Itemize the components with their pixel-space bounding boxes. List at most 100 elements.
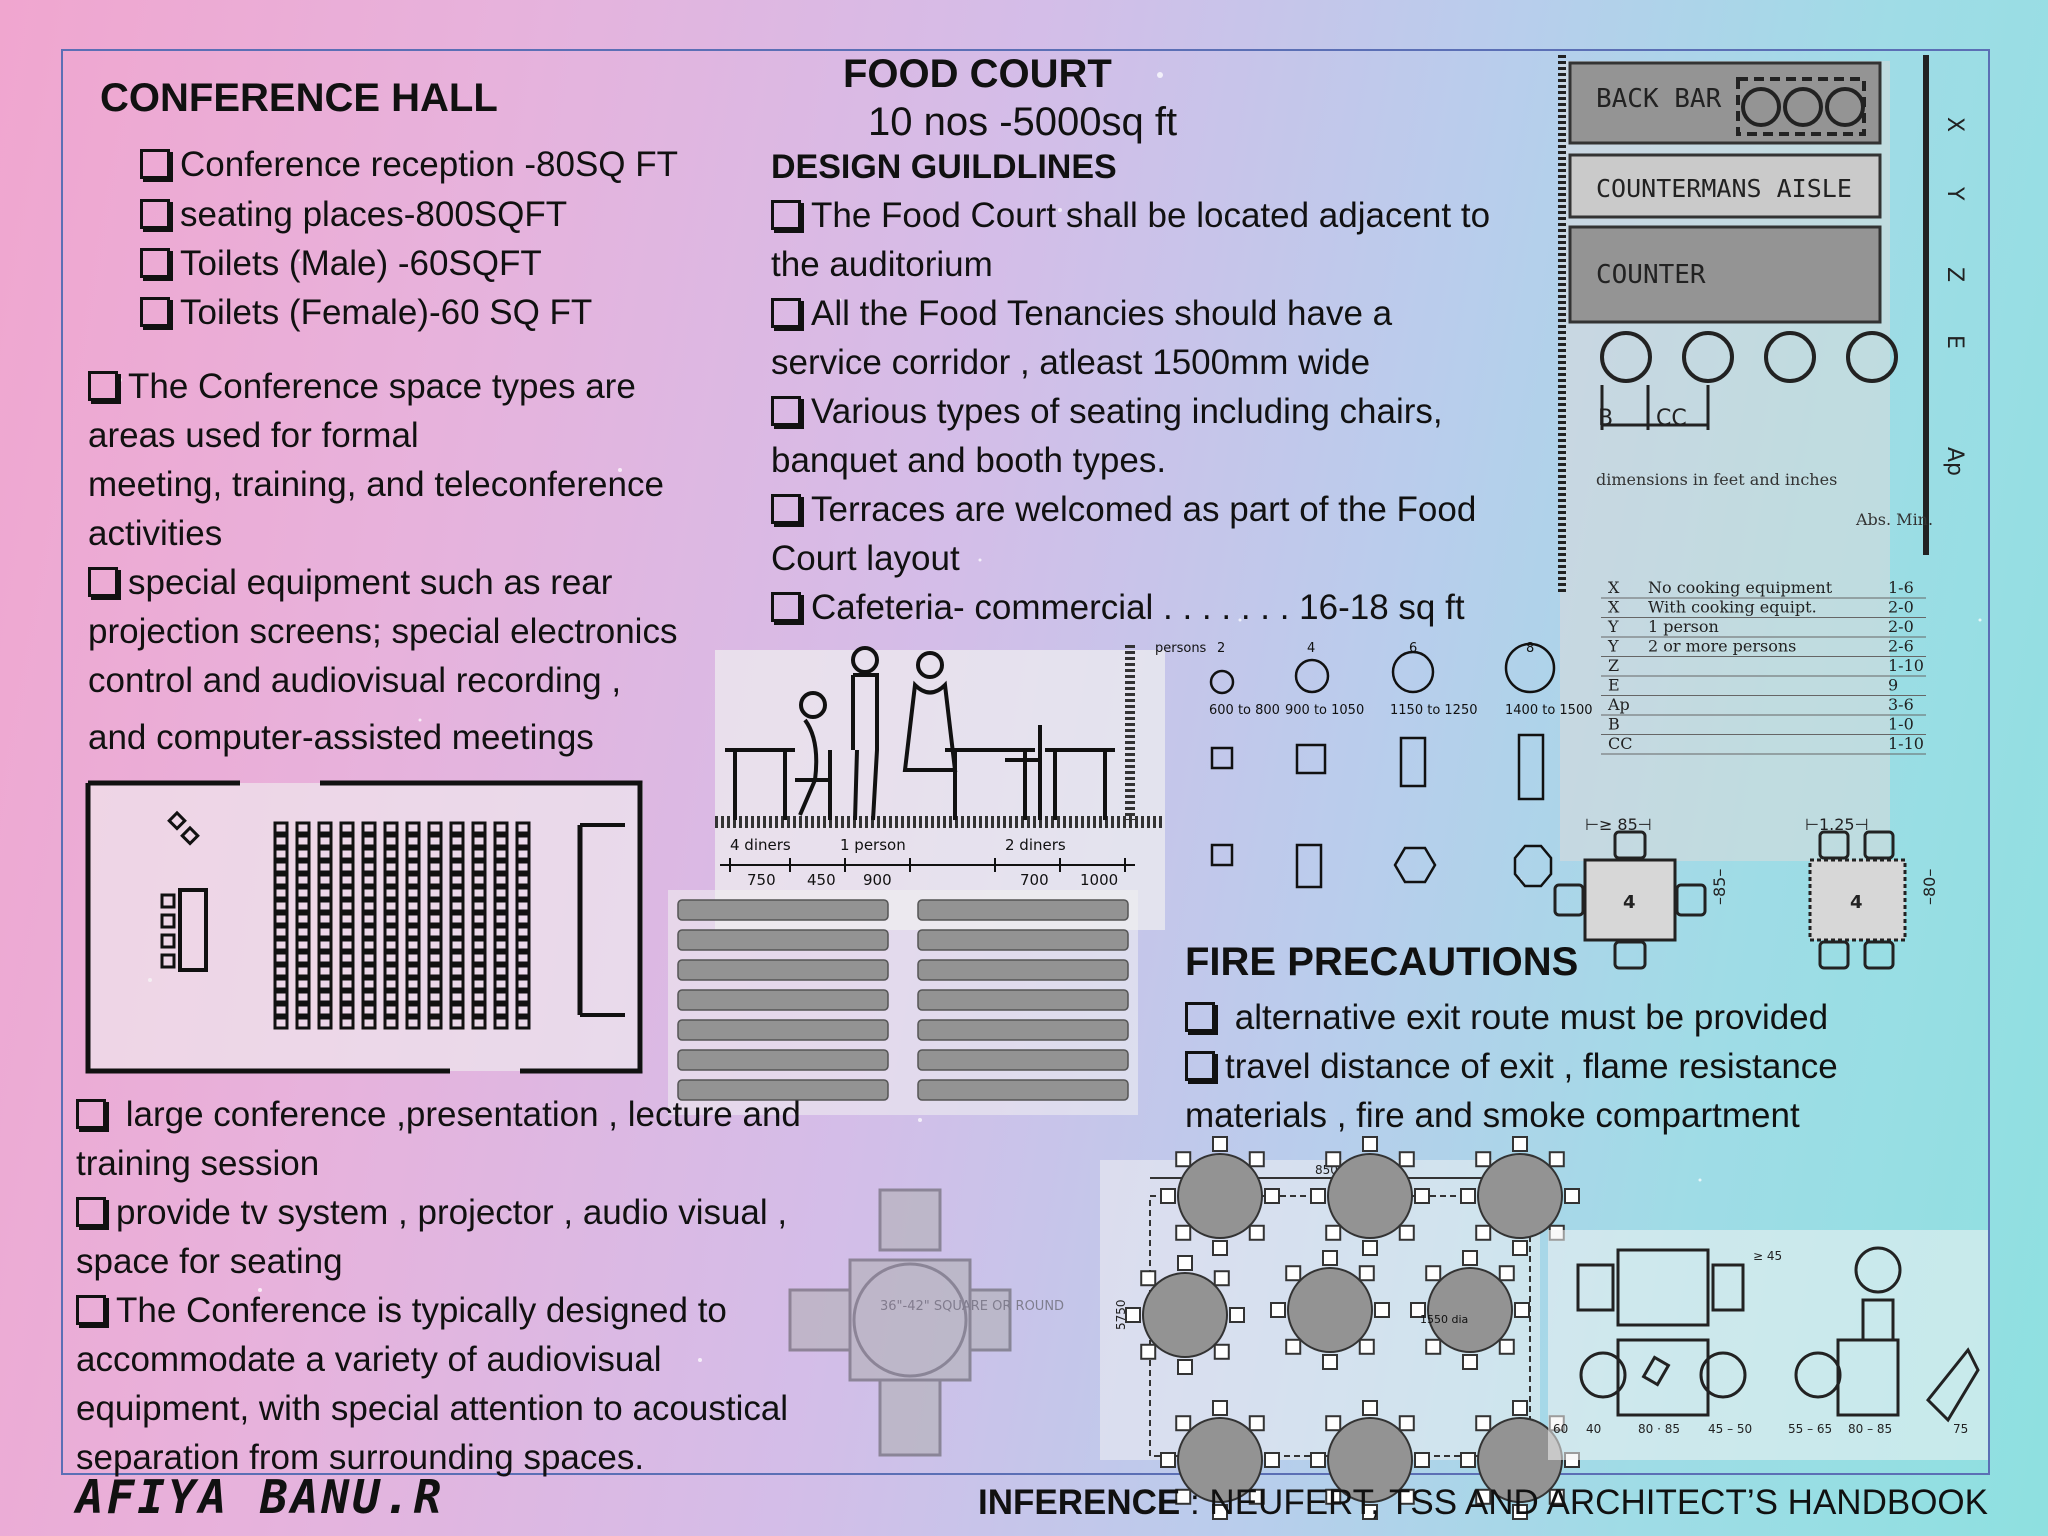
chair-icon xyxy=(1475,1415,1492,1432)
svg-text:1000: 1000 xyxy=(1080,871,1118,889)
seat-row xyxy=(917,1019,1129,1041)
seat-icon xyxy=(515,834,531,848)
author-name: AFIYA BANU.R xyxy=(76,1470,445,1524)
chair-icon xyxy=(1462,1354,1478,1370)
seat-icon xyxy=(427,847,443,861)
seat-icon xyxy=(383,912,399,926)
dim-table-desc: 2 or more persons xyxy=(1648,637,1796,656)
seat-icon xyxy=(515,873,531,887)
seat-icon xyxy=(295,873,311,887)
seat-icon xyxy=(317,821,333,835)
seat-icon xyxy=(317,1016,333,1030)
seat-icon xyxy=(405,938,421,952)
seat-icon xyxy=(427,1003,443,1017)
chair-icon xyxy=(1310,1188,1326,1204)
svg-text:80 · 85: 80 · 85 xyxy=(1638,1422,1680,1436)
seat-icon xyxy=(317,990,333,1004)
design-guidelines-heading: DESIGN GUILDLINES xyxy=(771,148,1117,186)
svg-text:80 – 85: 80 – 85 xyxy=(1848,1422,1892,1436)
chair-icon xyxy=(1475,1488,1492,1505)
chair-icon xyxy=(1270,1302,1286,1318)
seat-icon xyxy=(273,821,289,835)
dim-table-value: 1-10 xyxy=(1888,734,1924,753)
seat-icon xyxy=(471,951,487,965)
svg-text:45 – 50: 45 – 50 xyxy=(1708,1422,1752,1436)
seat-icon xyxy=(361,860,377,874)
seat-icon xyxy=(449,886,465,900)
room-item: seating places-800SQFT xyxy=(140,190,567,239)
chair-icon xyxy=(1374,1302,1390,1318)
chair-icon xyxy=(1285,1265,1302,1282)
chair-icon xyxy=(1414,1452,1430,1468)
seat-icon xyxy=(515,847,531,861)
design-guidelines-list: The Food Court shall be located adjacent… xyxy=(771,196,1491,627)
page-frame xyxy=(61,49,1990,1475)
svg-text:B: B xyxy=(1598,406,1613,431)
svg-text:40: 40 xyxy=(1586,1422,1601,1436)
seat-icon xyxy=(427,860,443,874)
seat-icon xyxy=(405,925,421,939)
seat-icon xyxy=(449,1003,465,1017)
checkbox-icon xyxy=(771,200,801,230)
chair-icon xyxy=(1175,1151,1192,1168)
seat-row xyxy=(917,899,1129,921)
seat-icon xyxy=(471,860,487,874)
seat-icon xyxy=(361,821,377,835)
seat-icon xyxy=(515,912,531,926)
seat-icon xyxy=(405,912,421,926)
seat-icon xyxy=(339,990,355,1004)
dim-table-desc: No cooking equipment xyxy=(1648,578,1833,597)
checkbox-icon xyxy=(140,199,170,229)
seat-icon xyxy=(471,821,487,835)
svg-text:1150 to 1250: 1150 to 1250 xyxy=(1390,703,1477,718)
seat-icon xyxy=(493,925,509,939)
chair-icon xyxy=(1548,1488,1565,1505)
seat-icon xyxy=(405,873,421,887)
seat-icon xyxy=(317,847,333,861)
svg-text:6: 6 xyxy=(1409,641,1417,656)
seat-icon xyxy=(427,938,443,952)
seat-row xyxy=(677,1079,889,1101)
chair-icon xyxy=(1358,1265,1375,1282)
seat-icon xyxy=(317,873,333,887)
seat-icon xyxy=(449,951,465,965)
inference-line: INFERENCE : NEUFERT, TSS AND ARCHITECT’S… xyxy=(978,1483,1988,1522)
seat-icon xyxy=(383,951,399,965)
seat-icon xyxy=(273,834,289,848)
seat-icon xyxy=(471,925,487,939)
seat-icon xyxy=(383,977,399,991)
chair-icon xyxy=(1160,1188,1176,1204)
seat-icon xyxy=(295,912,311,926)
counter-section-drawing: BACK BAR COUNTERMANS AISLE COUNTER B CC … xyxy=(1558,55,1967,861)
seat-icon xyxy=(295,1016,311,1030)
svg-text:4 diners: 4 diners xyxy=(730,836,791,854)
seat-icon xyxy=(317,1003,333,1017)
round-table xyxy=(1427,1267,1513,1353)
dim-table-key: Y xyxy=(1607,617,1619,636)
dim-table-key: X xyxy=(1608,598,1620,617)
seat-icon xyxy=(317,951,333,965)
seat-icon xyxy=(361,964,377,978)
chair-icon xyxy=(1175,1415,1192,1432)
seat-icon xyxy=(295,964,311,978)
conference-hall-plan-drawing xyxy=(85,780,643,1074)
seat-icon xyxy=(449,834,465,848)
seat-icon xyxy=(339,964,355,978)
seat-icon xyxy=(361,990,377,1004)
seat-icon xyxy=(471,964,487,978)
seat-icon xyxy=(493,821,509,835)
chair-icon xyxy=(1264,1452,1280,1468)
chair-icon xyxy=(1285,1338,1302,1355)
seat-icon xyxy=(317,925,333,939)
chair-icon xyxy=(1398,1488,1415,1505)
svg-text:–80–: –80– xyxy=(1920,869,1939,905)
seat-icon xyxy=(493,964,509,978)
conference-description: The Conference space types are areas use… xyxy=(88,367,678,757)
round-table xyxy=(1327,1153,1413,1239)
seat-row xyxy=(917,929,1129,951)
dim-table-desc: With cooking equipt. xyxy=(1648,598,1817,617)
seat-icon xyxy=(449,925,465,939)
dim-table-key: X xyxy=(1608,578,1620,597)
seat-icon xyxy=(405,886,421,900)
